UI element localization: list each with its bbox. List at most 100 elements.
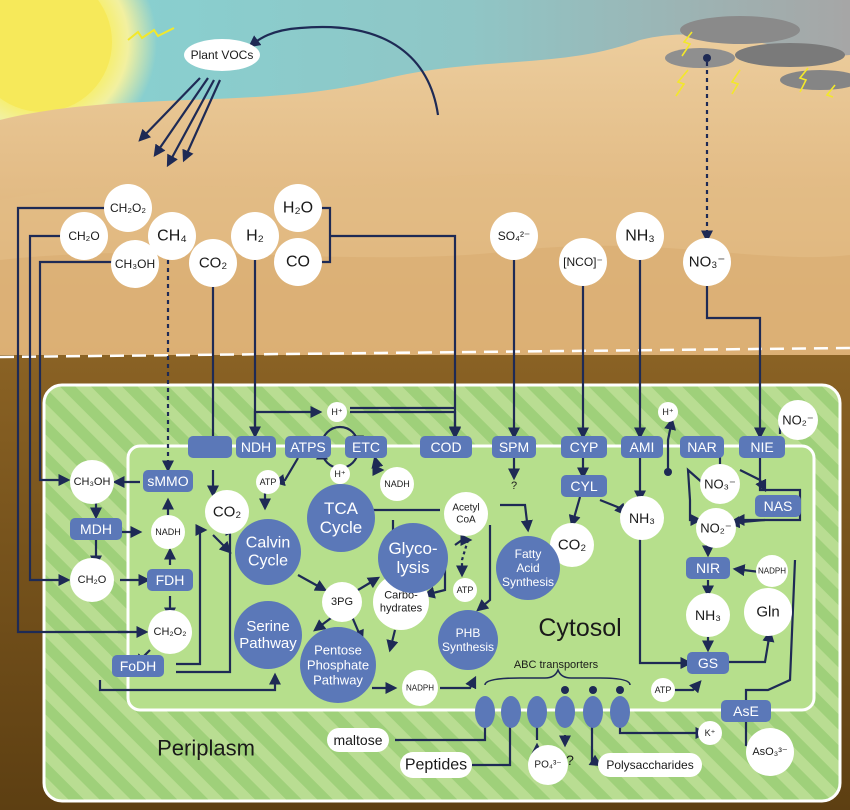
transporter-dot [616, 686, 624, 694]
peptides-pill [400, 752, 472, 778]
pentose-phosphate-pathway-label: Pentose [314, 643, 362, 658]
atp-glyco-text: ATP [457, 585, 474, 595]
plant-vocs-bubble [184, 39, 260, 71]
acetyl-fatty [500, 503, 533, 533]
co2-cell [205, 490, 249, 534]
ndh-h [253, 405, 323, 436]
co2-cyl [550, 523, 594, 567]
transporter-dot [561, 686, 569, 694]
phosphate-text: PO₄³⁻ [534, 760, 561, 771]
tca-cycle-label: Cycle [320, 518, 363, 537]
nadh-etc-text: NADH [384, 479, 410, 489]
proton-nar [658, 402, 678, 422]
co2-cyl-text: CO₂ [558, 537, 587, 554]
enzyme-cod-label: COD [430, 439, 461, 455]
enzyme-spm [492, 436, 536, 458]
ase-up [744, 559, 797, 700]
no2-out-text: NO₂⁻ [782, 413, 813, 428]
co2-calvin [212, 534, 232, 554]
spm-unknown-text: ? [511, 480, 517, 492]
enzyme-ndh-label: NDH [241, 439, 271, 455]
sun-ray [127, 27, 175, 41]
atp-atps [256, 470, 280, 494]
nadph-pentose-text: NADPH [406, 684, 434, 693]
potassium [698, 721, 722, 745]
nh3-ami-text: NH₃ [629, 510, 655, 526]
polysaccharides-pill-label: Polysaccharides [606, 758, 693, 772]
co-to-cod [330, 234, 462, 440]
nh3-nir-text: NH₃ [695, 607, 721, 623]
enzyme-smmo [143, 470, 193, 492]
nadh-mdh-text: NADH [155, 527, 181, 537]
carbohydrates-text: hydrates [380, 603, 423, 615]
no3-nas [739, 469, 767, 493]
gas-co-text: CO [286, 254, 310, 271]
enzyme-etc-label: ETC [352, 439, 380, 455]
gas-so4 [490, 212, 538, 260]
enzyme-fdh [147, 569, 193, 591]
nadph-pentose [402, 670, 438, 706]
nh3-nir [686, 593, 730, 637]
calvin-cycle [235, 519, 301, 585]
3pg-text: 3PG [331, 596, 353, 608]
h-dot [664, 468, 672, 476]
no3-internal-text: NO₃⁻ [704, 477, 736, 492]
abc-bracket [484, 667, 631, 686]
pentose-phosphate-pathway [300, 627, 376, 703]
atp-glyco [453, 578, 477, 602]
ch3oh-cell-text: CH₃OH [74, 476, 111, 488]
nar-loop [686, 467, 706, 527]
enzyme-etc [345, 436, 387, 458]
enzyme-nas-label: NAS [764, 498, 793, 514]
gas-no3-text: NO₃⁻ [689, 254, 726, 271]
fodh-serine [98, 672, 282, 692]
pentose-phosphate-pathway-label: Phosphate [307, 658, 369, 673]
atp-gs-text: ATP [655, 685, 672, 695]
acetyl-coa-text: Acetyl [452, 503, 479, 514]
gs-gln [725, 629, 775, 664]
fatty-acid-synthesis-label: Synthesis [502, 575, 554, 589]
ch2o-feed [28, 234, 84, 587]
sun-core [0, 0, 112, 112]
abc-transporter-3 [527, 696, 547, 728]
polysaccharides-pill [598, 753, 702, 777]
diagram-elements: Plant VOCsCH₂O₂CH₂OCH₃OHCH₄CO₂H₂H₂OCOSO₄… [60, 39, 818, 785]
enzyme-ase-label: AsE [733, 703, 759, 719]
phb-synthesis-label: Synthesis [442, 640, 494, 654]
enzyme-cod [420, 436, 472, 458]
glycolysis [378, 523, 448, 593]
ch2o-cell-text: CH₂O [78, 574, 107, 586]
h-cod [350, 410, 462, 439]
proton-top-text: H⁺ [331, 407, 342, 417]
enzyme-mdh [70, 518, 122, 540]
enzyme-nas [755, 495, 801, 517]
arsenite-text: AsO₃³⁻ [752, 746, 788, 758]
enzyme-gs-label: GS [698, 655, 718, 671]
voc-arrow-2 [153, 77, 209, 157]
enzyme-nie [739, 436, 785, 458]
carbo-pentose [386, 629, 399, 653]
enzyme-cyp-label: CYP [570, 439, 599, 455]
enzyme-smmo-label: sMMO [147, 473, 188, 489]
cyl-co2 [568, 496, 582, 528]
gas-co2 [189, 239, 237, 287]
acetyl-phb [476, 525, 492, 612]
gas-ch2o-text: CH₂O [68, 229, 99, 243]
enzyme-gs [687, 652, 729, 674]
abc-transporter-5 [583, 696, 603, 728]
etc-nadh [371, 455, 385, 477]
3pg [322, 582, 362, 622]
serine-pathway-label: Serine [246, 618, 289, 635]
fodh-co2 [176, 523, 208, 666]
gas-ch3oh-text: CH₃OH [115, 257, 155, 271]
abc-transporter-4 [555, 696, 575, 728]
voc-arrow-3 [166, 79, 215, 168]
gas-nco-text: [NCO]⁻ [563, 255, 603, 269]
voc-arrow-1 [138, 77, 201, 142]
no2-out [778, 400, 818, 440]
calvin-cycle-label: Cycle [248, 553, 288, 570]
maltose-pill [327, 728, 389, 752]
gas-nh3 [616, 212, 664, 260]
storm-clouds [665, 16, 850, 90]
fatty-acid-synthesis-label: Acid [516, 561, 539, 575]
